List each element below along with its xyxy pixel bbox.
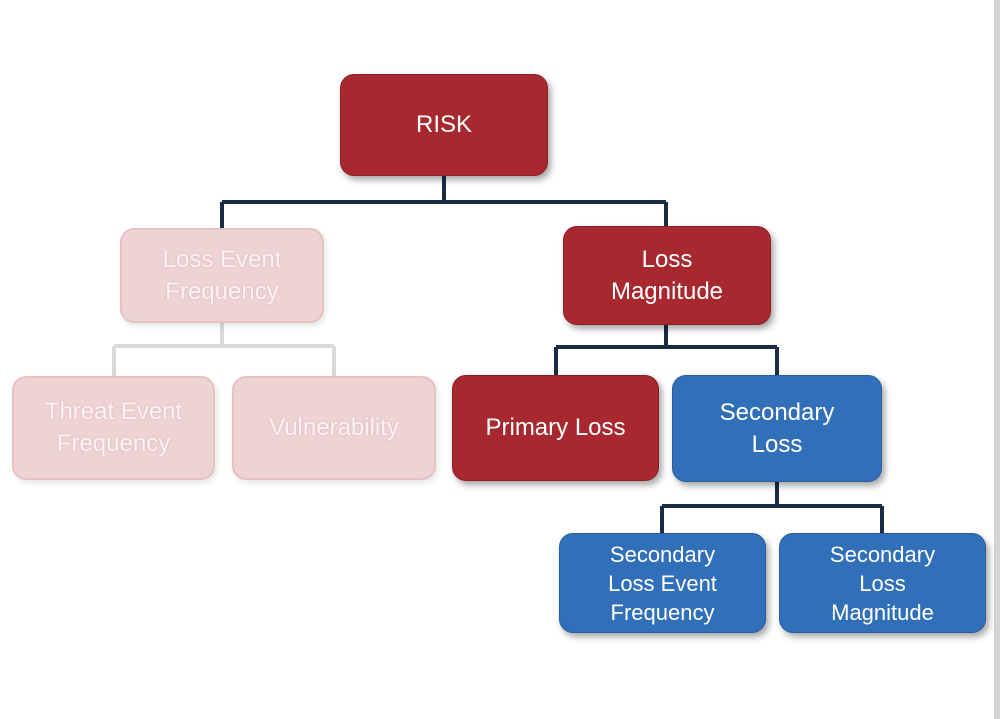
node-secondary-loss-label: Secondary Loss: [719, 398, 835, 458]
connector-risk-children: [220, 176, 668, 228]
node-secondary-loss: Secondary Loss: [672, 375, 882, 482]
node-loss-event-frequency-label: Loss Event Frequency: [162, 245, 282, 305]
connector-lef-children: [112, 323, 336, 376]
node-vulnerability-label: Vulnerability: [269, 414, 399, 441]
node-primary-loss-label: Primary Loss: [485, 414, 626, 441]
node-primary-loss: Primary Loss: [452, 375, 659, 481]
node-secondary-loss-magnitude: Secondary Loss Magnitude: [779, 533, 986, 633]
node-loss-magnitude-label: Loss Magnitude: [610, 245, 724, 305]
node-secondary-loss-event-frequency-label: Secondary Loss Event Frequency: [608, 541, 717, 625]
node-loss-magnitude: Loss Magnitude: [563, 226, 771, 325]
connector-sl-children: [660, 482, 884, 533]
node-secondary-loss-event-frequency: Secondary Loss Event Frequency: [559, 533, 766, 633]
node-secondary-loss-magnitude-label: Secondary Loss Magnitude: [829, 541, 936, 625]
node-risk: RISK: [340, 74, 548, 176]
node-threat-event-frequency: Threat Event Frequency: [12, 376, 215, 480]
node-vulnerability: Vulnerability: [232, 376, 436, 480]
node-threat-event-frequency-label: Threat Event Frequency: [44, 398, 183, 457]
connector-lm-children: [554, 325, 779, 375]
window-edge: [994, 0, 1000, 719]
node-risk-label: RISK: [415, 111, 472, 138]
node-loss-event-frequency: Loss Event Frequency: [120, 228, 324, 323]
